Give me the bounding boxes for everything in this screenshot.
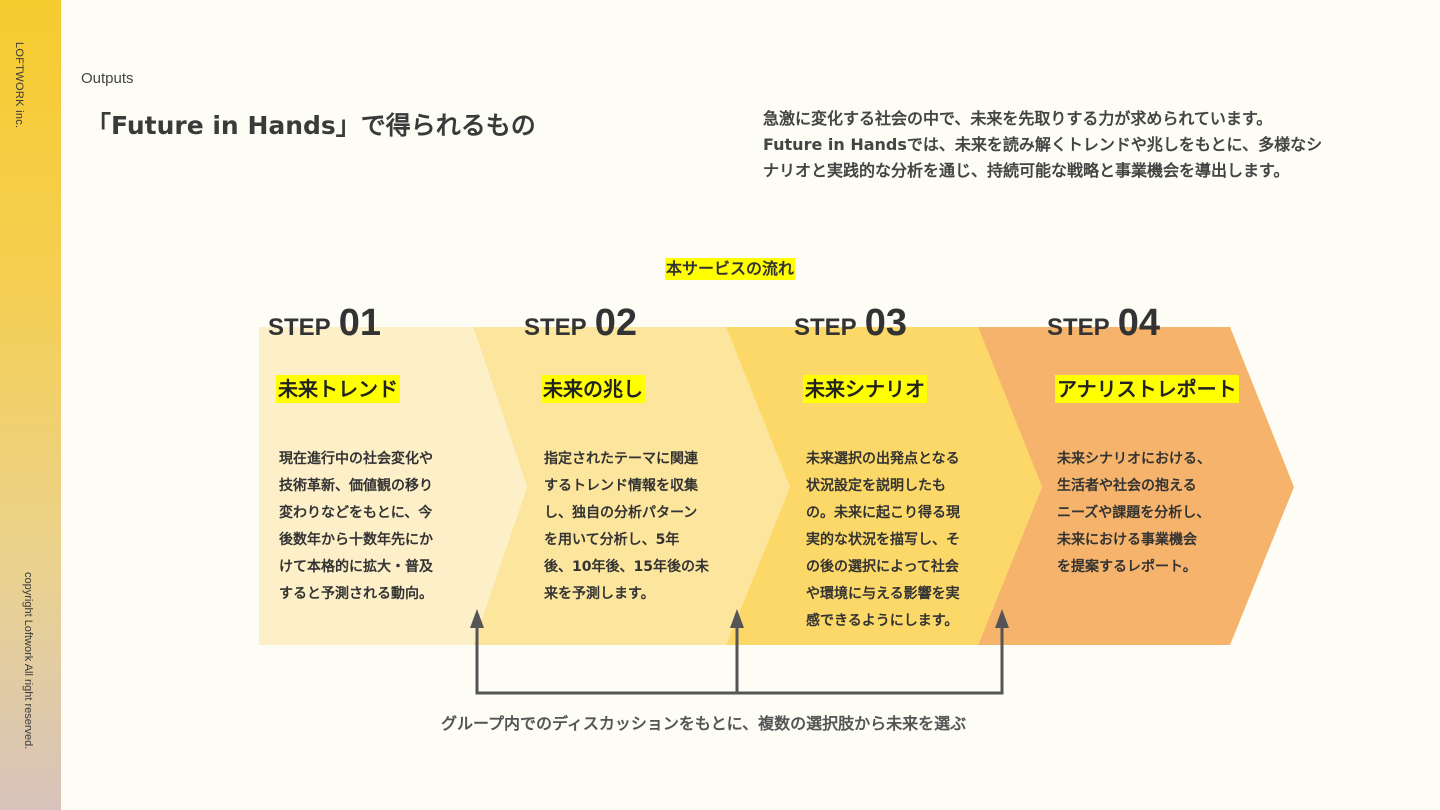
step-word: STEP bbox=[1047, 314, 1110, 341]
intro-line: ナリオと実践的な分析を通じ、持続可能な戦略と事業機会を導出します。 bbox=[763, 161, 1290, 180]
step-02-heading: STEP 02 bbox=[524, 302, 637, 345]
step-word: STEP bbox=[794, 314, 857, 341]
arrowhead-icon bbox=[995, 609, 1009, 628]
step-03-title: 未来シナリオ bbox=[803, 375, 927, 403]
step-word: STEP bbox=[268, 314, 331, 341]
section-label: Outputs bbox=[81, 70, 134, 87]
step-04-chevron bbox=[978, 327, 1294, 645]
step-number: 01 bbox=[338, 302, 381, 344]
step-01-chevron bbox=[259, 327, 527, 645]
feedback-note: グループ内でのディスカッションをもとに、複数の選択肢から未来を選ぶ bbox=[441, 714, 967, 733]
step-03-heading: STEP 03 bbox=[794, 302, 907, 345]
intro-text: 急激に変化する社会の中で、未来を先取りする力が求められています。 Future … bbox=[763, 106, 1363, 184]
arrowhead-icon bbox=[470, 609, 484, 628]
step-03-description: 未来選択の出発点となる 状況設定を説明したも の。未来に起こり得る現 実的な状況… bbox=[806, 451, 960, 629]
arrowhead-icon bbox=[730, 609, 744, 628]
feedback-line bbox=[475, 624, 1004, 695]
step-number: 04 bbox=[1117, 302, 1160, 344]
step-04-heading: STEP 04 bbox=[1047, 302, 1160, 345]
feedback-arrows bbox=[470, 609, 1009, 695]
intro-line: 急激に変化する社会の中で、未来を先取りする力が求められています。 bbox=[763, 109, 1273, 128]
step-02-title: 未来の兆し bbox=[541, 375, 645, 403]
step-word: STEP bbox=[524, 314, 587, 341]
flow-label: 本サービスの流れ bbox=[665, 258, 796, 280]
step-01-title: 未来トレンド bbox=[276, 375, 400, 403]
sidebar-gradient-bar: LOFTWORK inc. copyright Loftwork All rig… bbox=[0, 0, 61, 810]
copyright-label: copyright Loftwork All right reserved. bbox=[22, 572, 34, 750]
step-01-description: 現在進行中の社会変化や 技術革新、価値観の移り 変わりなどをもとに、今 後数年か… bbox=[279, 451, 433, 602]
intro-line: Future in Handsでは、未来を読み解くトレンドや兆しをもとに、多様な… bbox=[763, 135, 1323, 154]
page-title: 「Future in Hands」で得られるもの bbox=[86, 111, 536, 140]
step-04-description: 未来シナリオにおける、 生活者や社会の抱える ニーズや課題を分析し、 未来におけ… bbox=[1057, 451, 1211, 575]
step-number: 03 bbox=[864, 302, 907, 344]
step-02-description: 指定されたテーマに関連 するトレンド情報を収集 し、独自の分析パターン を用いて… bbox=[544, 451, 709, 602]
step-03-chevron bbox=[726, 327, 1042, 645]
brand-label: LOFTWORK inc. bbox=[13, 42, 25, 129]
step-04-title: アナリストレポート bbox=[1055, 375, 1239, 403]
step-01-heading: STEP 01 bbox=[268, 302, 381, 345]
step-number: 02 bbox=[594, 302, 637, 344]
step-02-chevron bbox=[473, 327, 790, 645]
